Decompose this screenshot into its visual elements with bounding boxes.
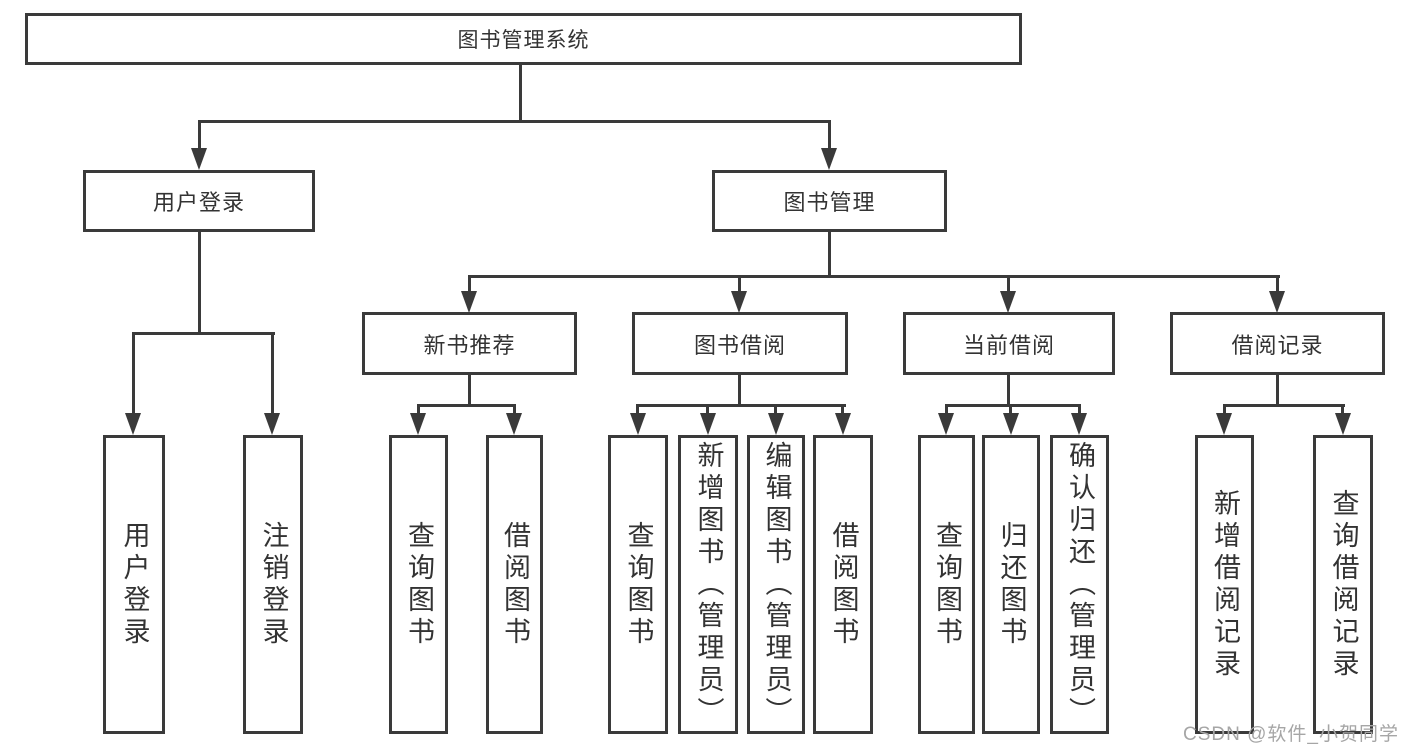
node-label: 用户登录 <box>152 190 245 215</box>
connector-line <box>636 404 846 407</box>
connector-line <box>1009 404 1012 416</box>
csdn-watermark: CSDN @软件_小贺同学 <box>1183 724 1399 745</box>
connector-line <box>468 275 1280 278</box>
node-label: 当前借阅 <box>962 332 1055 358</box>
connector-line <box>198 230 201 334</box>
leaf-borrow-add-books-admin: 新增图书（管理员） <box>678 435 738 734</box>
node-label: 借阅记录 <box>1231 332 1324 358</box>
leaf-label: 查询借阅记录 <box>1328 488 1359 681</box>
connector-line <box>945 404 1081 407</box>
node-borrow-records: 借阅记录 <box>1170 312 1385 375</box>
leaf-borrow-borrow-books: 借阅图书 <box>813 435 873 734</box>
connector-line <box>513 404 516 416</box>
connector-line <box>468 275 471 293</box>
connector-line <box>468 373 471 407</box>
leaf-label: 借阅图书 <box>828 520 859 649</box>
connector-line <box>271 332 274 416</box>
leaf-label: 归还图书 <box>996 520 1027 649</box>
arrowhead-down <box>821 148 837 170</box>
connector-line <box>417 404 516 407</box>
leaf-label: 注销登录 <box>258 520 289 649</box>
connector-line <box>1007 275 1010 293</box>
arrowhead-down <box>1003 413 1019 435</box>
connector-line <box>738 373 741 407</box>
node-label: 新书推荐 <box>423 332 516 358</box>
leaf-label: 确认归还（管理员） <box>1065 440 1095 729</box>
node-user-login: 用户登录 <box>83 170 315 232</box>
arrowhead-down <box>1216 413 1232 435</box>
connector-line <box>1078 404 1081 416</box>
arrowhead-down <box>461 291 477 313</box>
connector-line <box>945 404 948 416</box>
arrowhead-down <box>731 291 747 313</box>
leaf-label: 查询图书 <box>623 520 654 649</box>
arrowhead-down <box>264 413 280 435</box>
connector-line <box>1223 404 1345 407</box>
node-new-book-recommend: 新书推荐 <box>362 312 577 375</box>
connector-line <box>132 332 275 335</box>
leaf-newrec-query-books: 查询图书 <box>389 435 448 734</box>
leaf-logout: 注销登录 <box>243 435 303 734</box>
connector-line <box>1223 404 1226 416</box>
leaf-current-query-books: 查询图书 <box>918 435 975 734</box>
leaf-records-query-record: 查询借阅记录 <box>1313 435 1373 734</box>
connector-line <box>828 230 831 277</box>
node-book-management: 图书管理 <box>712 170 947 232</box>
connector-line <box>1341 404 1344 416</box>
leaf-label: 查询图书 <box>932 520 962 649</box>
node-label: 图书借阅 <box>693 332 786 358</box>
connector-line <box>1276 275 1279 293</box>
arrowhead-down <box>835 413 851 435</box>
arrowhead-down <box>1269 291 1285 313</box>
connector-line <box>636 404 639 416</box>
node-current-borrow: 当前借阅 <box>903 312 1115 375</box>
leaf-label: 用户登录 <box>119 520 150 649</box>
arrowhead-down <box>125 413 141 435</box>
connector-line <box>828 120 831 152</box>
arrowhead-down <box>700 413 716 435</box>
leaf-label: 编辑图书（管理员） <box>761 440 792 729</box>
connector-line <box>774 404 777 416</box>
leaf-borrow-query-books: 查询图书 <box>608 435 668 734</box>
connector-line <box>1276 373 1279 407</box>
arrowhead-down <box>410 413 426 435</box>
leaf-label: 新增借阅记录 <box>1210 488 1240 681</box>
leaf-label: 借阅图书 <box>500 520 530 649</box>
connector-line <box>198 120 201 152</box>
leaf-current-return-books: 归还图书 <box>982 435 1040 734</box>
connector-line <box>519 64 522 122</box>
arrowhead-down <box>938 413 954 435</box>
node-book-borrow: 图书借阅 <box>632 312 848 375</box>
connector-line <box>417 404 420 416</box>
connector-line <box>132 332 135 416</box>
leaf-label: 查询图书 <box>404 520 434 649</box>
leaf-current-confirm-return-admin: 确认归还（管理员） <box>1050 435 1109 734</box>
arrowhead-down <box>630 413 646 435</box>
arrowhead-down <box>768 413 784 435</box>
leaf-borrow-edit-books-admin: 编辑图书（管理员） <box>747 435 805 734</box>
arrowhead-down <box>1000 291 1016 313</box>
node-label: 图书管理系统 <box>457 29 590 52</box>
node-label: 图书管理 <box>783 190 876 215</box>
leaf-records-add-record: 新增借阅记录 <box>1195 435 1254 734</box>
connector-line <box>198 120 831 123</box>
node-root: 图书管理系统 <box>25 13 1022 65</box>
arrowhead-down <box>1335 413 1351 435</box>
leaf-user-login: 用户登录 <box>103 435 165 734</box>
connector-line <box>738 275 741 293</box>
arrowhead-down <box>1071 413 1087 435</box>
connector-line <box>841 404 844 416</box>
arrowhead-down <box>506 413 522 435</box>
leaf-newrec-borrow-books: 借阅图书 <box>486 435 543 734</box>
arrowhead-down <box>191 148 207 170</box>
connector-line <box>706 404 709 416</box>
connector-line <box>1007 373 1010 407</box>
leaf-label: 新增图书（管理员） <box>693 440 724 729</box>
